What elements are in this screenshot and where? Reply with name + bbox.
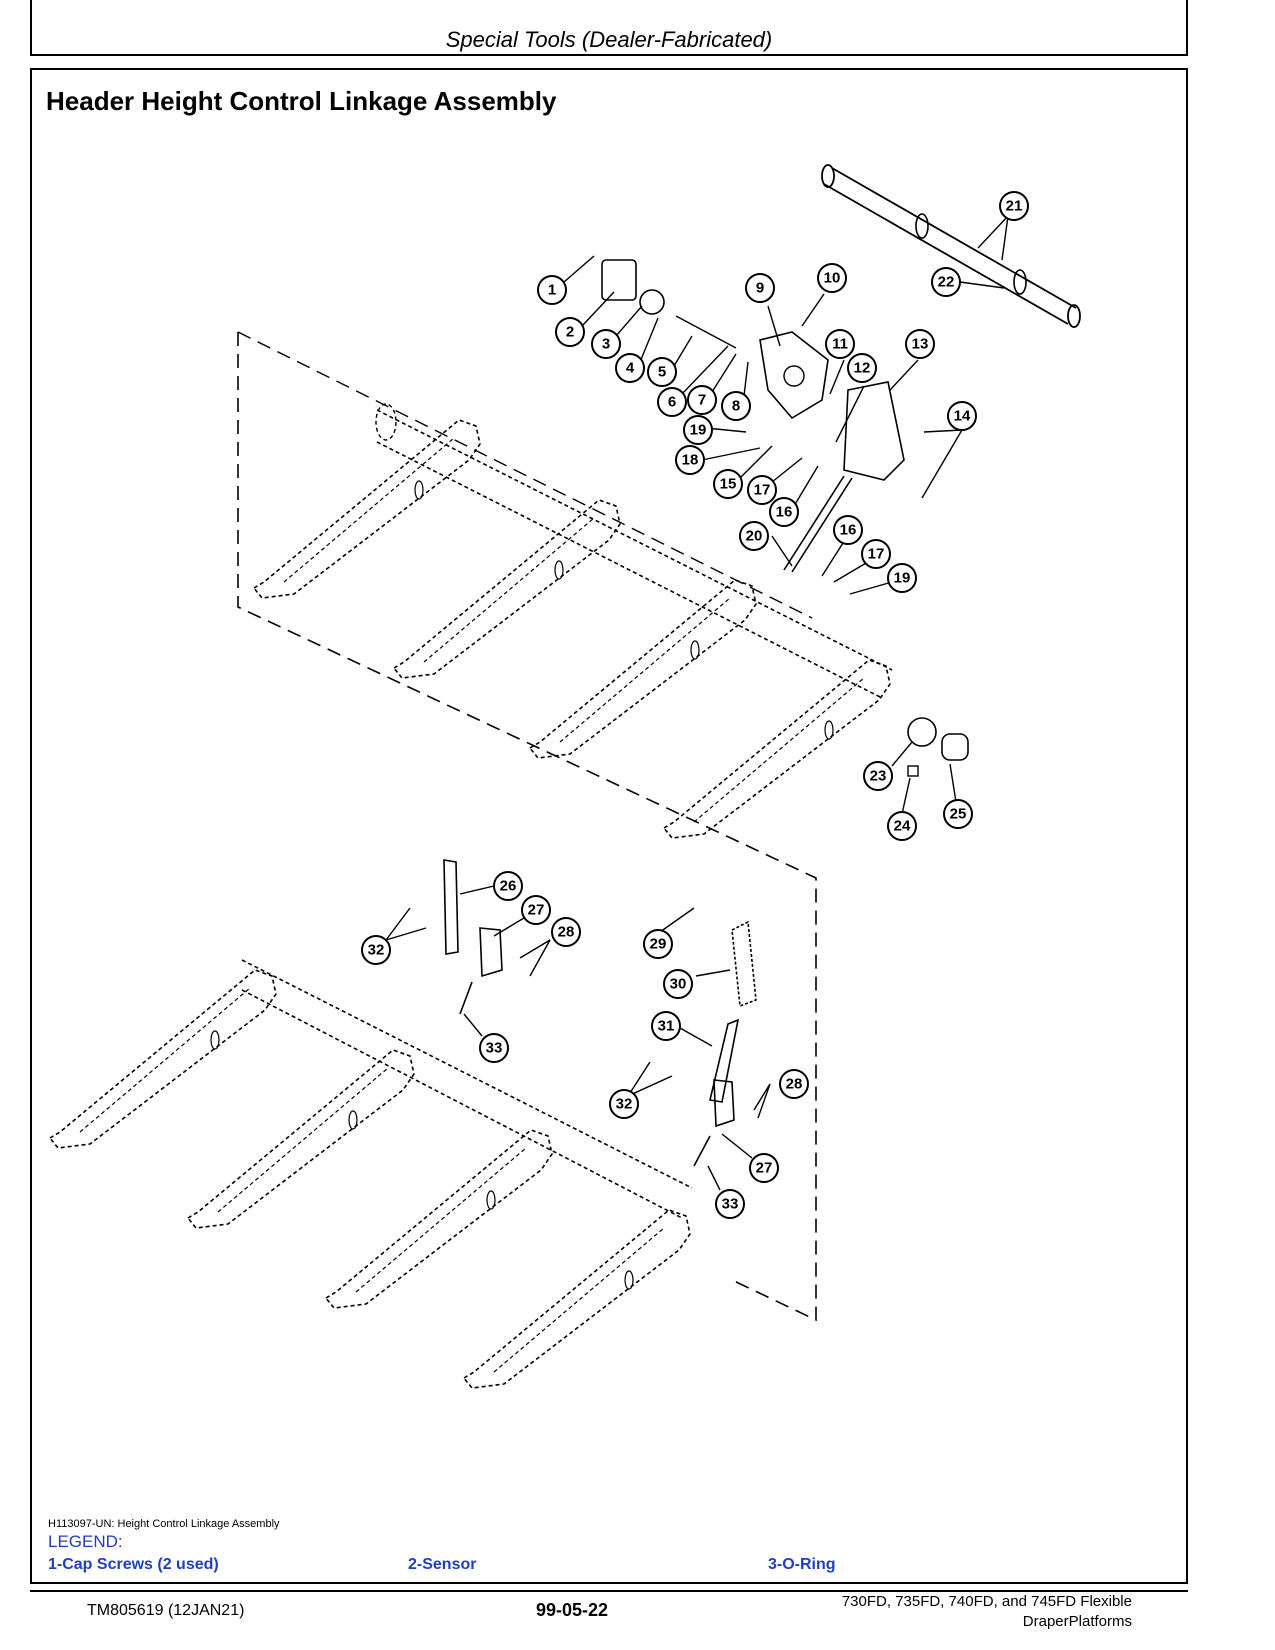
callout-4: 4 [615, 353, 645, 383]
callout-2: 2 [555, 317, 585, 347]
svg-text:21: 21 [1006, 198, 1023, 215]
callout-29: 29 [643, 929, 673, 959]
svg-text:30: 30 [670, 976, 687, 993]
svg-text:27: 27 [756, 1160, 773, 1177]
svg-text:32: 32 [368, 942, 385, 959]
callout-27b: 27 [749, 1153, 779, 1183]
svg-text:14: 14 [954, 408, 971, 425]
callout-26: 26 [493, 871, 523, 901]
svg-text:17: 17 [868, 546, 885, 563]
svg-text:33: 33 [722, 1196, 739, 1213]
svg-text:16: 16 [776, 504, 793, 521]
callout-5: 5 [647, 357, 677, 387]
callout-11: 11 [825, 329, 855, 359]
footer-page-number: 99-05-22 [536, 1600, 609, 1620]
svg-text:2: 2 [566, 324, 574, 341]
svg-text:4: 4 [626, 360, 635, 377]
legend-item-1: 1-Cap Screws (2 used) [48, 1556, 219, 1573]
callout-32: 32 [361, 935, 391, 965]
callout-30: 30 [663, 969, 693, 999]
callout-16: 16 [769, 497, 799, 527]
svg-text:19: 19 [690, 422, 707, 439]
legend-heading: LEGEND: [48, 1532, 123, 1551]
svg-text:3: 3 [602, 336, 610, 353]
svg-text:23: 23 [870, 768, 887, 785]
callout-label: 1 [548, 282, 556, 299]
svg-text:5: 5 [658, 364, 666, 381]
svg-text:19: 19 [894, 570, 911, 587]
footer-divider [30, 1590, 1188, 1592]
callout-14: 14 [947, 401, 977, 431]
callout-19: 19 [683, 415, 713, 445]
callout-16b: 16 [833, 515, 863, 545]
svg-text:11: 11 [832, 336, 848, 353]
content-frame: Header Height Control Linkage Assembly [30, 68, 1188, 1584]
callout-3: 3 [591, 329, 621, 359]
svg-text:15: 15 [720, 476, 737, 493]
callout-1: 1 [537, 275, 567, 305]
callout-19b: 19 [887, 563, 917, 593]
svg-text:31: 31 [658, 1018, 675, 1035]
callout-8: 8 [721, 391, 751, 421]
footer-product-line2: DraperPlatforms [1022, 1613, 1132, 1630]
svg-text:9: 9 [756, 280, 764, 297]
callout-9: 9 [745, 273, 775, 303]
svg-text:17: 17 [754, 482, 771, 499]
callout-22: 22 [931, 267, 961, 297]
footer-product: 730FD, 735FD, 740FD, and 745FD Flexible … [842, 1592, 1132, 1632]
svg-text:7: 7 [698, 392, 706, 409]
svg-text:10: 10 [824, 270, 841, 287]
exploded-diagram: 1 2 3 4 5 6 7 8 9 10 11 12 13 14 15 16 1… [49, 164, 1081, 1389]
callout-10: 10 [817, 263, 847, 293]
callout-28: 28 [551, 917, 581, 947]
svg-text:29: 29 [650, 936, 667, 953]
footer-product-line1: 730FD, 735FD, 740FD, and 745FD Flexible [841, 1593, 1132, 1610]
callout-12: 12 [847, 353, 877, 383]
callout-7: 7 [687, 385, 717, 415]
svg-text:18: 18 [682, 452, 699, 469]
callout-25: 25 [943, 799, 973, 829]
svg-text:22: 22 [938, 274, 955, 291]
callout-13: 13 [905, 329, 935, 359]
callout-17: 17 [747, 475, 777, 505]
figure-caption: H113097-UN: Height Control Linkage Assem… [48, 1518, 280, 1530]
legend-item-2: 2-Sensor [408, 1556, 477, 1573]
svg-text:13: 13 [912, 336, 929, 353]
svg-text:20: 20 [746, 528, 763, 545]
callout-28b: 28 [779, 1069, 809, 1099]
svg-text:32: 32 [616, 1096, 633, 1113]
callout-18: 18 [675, 445, 705, 475]
svg-text:24: 24 [894, 818, 911, 835]
top-header-box: Special Tools (Dealer-Fabricated) [30, 0, 1188, 56]
section-title: Special Tools (Dealer-Fabricated) [445, 27, 773, 52]
callout-6: 6 [657, 387, 687, 417]
svg-text:28: 28 [786, 1076, 803, 1093]
callout-20: 20 [739, 521, 769, 551]
svg-text:33: 33 [486, 1040, 503, 1057]
svg-text:28: 28 [558, 924, 575, 941]
footer-doc-id: TM805619 (12JAN21) [87, 1602, 245, 1619]
legend-item-3: 3-O-Ring [768, 1556, 836, 1573]
callout-17b: 17 [861, 539, 891, 569]
callout-24: 24 [887, 811, 917, 841]
svg-text:27: 27 [528, 902, 545, 919]
svg-text:16: 16 [840, 522, 857, 539]
callout-21: 21 [999, 191, 1029, 221]
callout-33: 33 [479, 1033, 509, 1063]
svg-text:25: 25 [950, 806, 967, 823]
svg-text:26: 26 [500, 878, 517, 895]
svg-text:12: 12 [854, 360, 871, 377]
callout-23: 23 [863, 761, 893, 791]
svg-text:8: 8 [732, 398, 740, 415]
callout-27: 27 [521, 895, 551, 925]
page-title: Header Height Control Linkage Assembly [46, 86, 557, 116]
svg-text:6: 6 [668, 394, 676, 411]
callout-32b: 32 [609, 1089, 639, 1119]
callout-31: 31 [651, 1011, 681, 1041]
callout-15: 15 [713, 469, 743, 499]
callout-33b: 33 [715, 1189, 745, 1219]
